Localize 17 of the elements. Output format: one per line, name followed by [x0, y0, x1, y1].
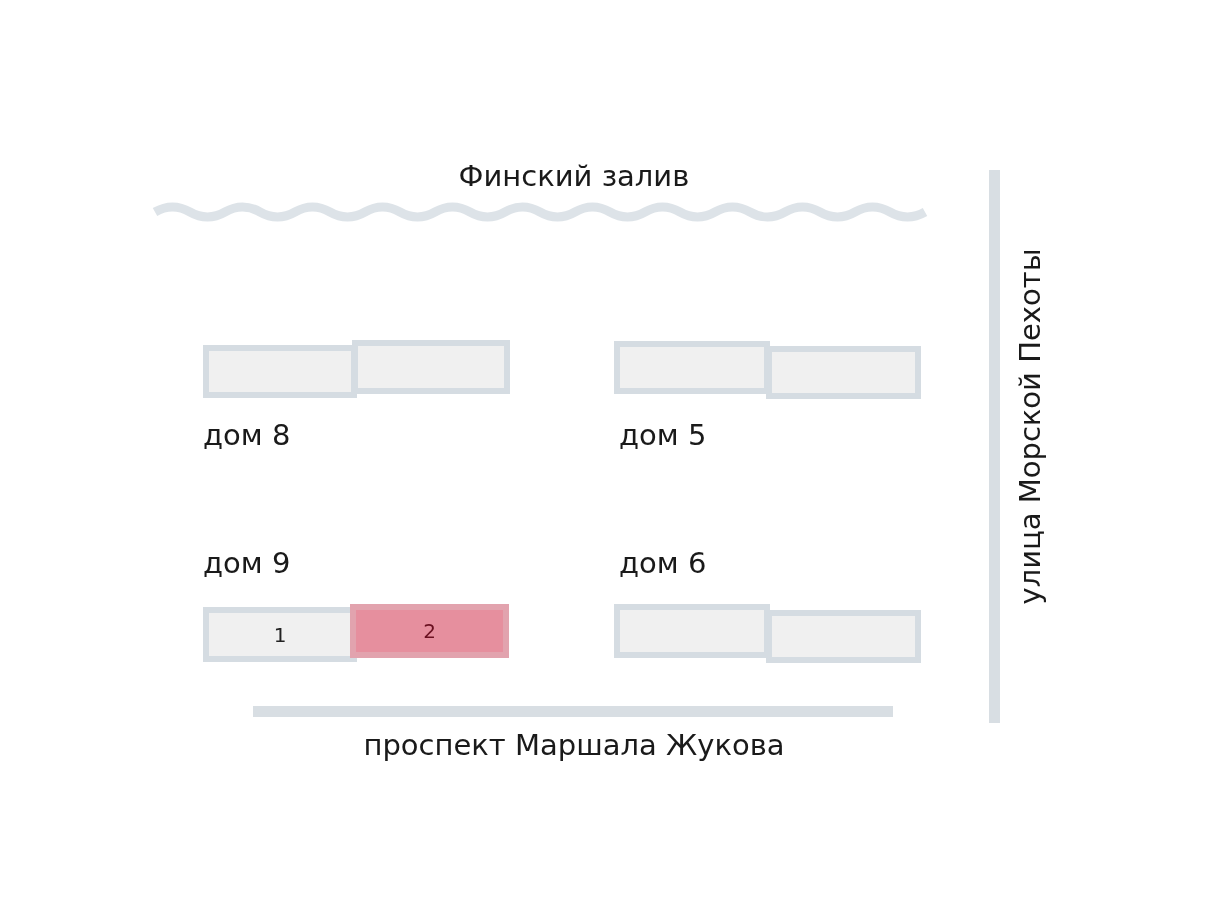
water-body-label: Финский залив: [458, 162, 690, 191]
building-section: [766, 346, 921, 399]
building-label: дом 6: [619, 549, 707, 578]
building-section: [203, 345, 357, 398]
building-section: [352, 340, 510, 394]
street-label: улица Морской Пехоты: [1015, 247, 1045, 605]
highlighted-building-section: [350, 604, 509, 658]
street-label: проспект Маршала Жукова: [363, 731, 785, 760]
building-label: дом 5: [619, 421, 707, 450]
building-section: [203, 607, 357, 662]
building-section: [766, 610, 921, 663]
section-number: 2: [423, 619, 436, 643]
section-number: 1: [273, 622, 287, 647]
building-label: дом 9: [203, 549, 291, 578]
building-label: дом 8: [203, 421, 291, 450]
building-section: [614, 341, 770, 394]
building-section: [614, 604, 770, 658]
